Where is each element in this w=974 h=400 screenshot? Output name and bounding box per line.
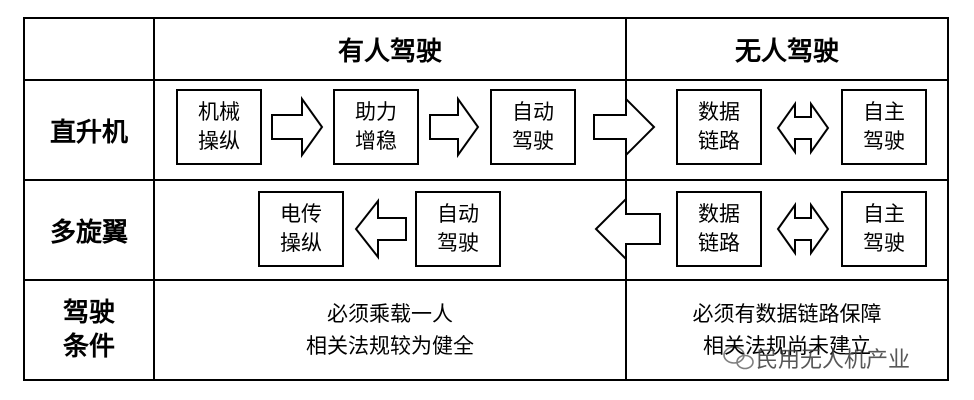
left-arrow bbox=[594, 196, 661, 262]
watermark: 民用无人机产业 bbox=[718, 341, 948, 375]
right-arrow bbox=[271, 95, 324, 159]
wechat-icon bbox=[723, 346, 754, 370]
table-border bbox=[23, 17, 949, 381]
column-header-unmanned: 无人驾驶 bbox=[734, 36, 839, 67]
left-arrow bbox=[354, 198, 407, 260]
row-header-multirotor: 多旋翼 bbox=[49, 217, 128, 248]
row-header-conditions: 驾驶 条件 bbox=[62, 298, 115, 362]
step-box-power-stability: 助力 增稳 bbox=[333, 89, 419, 165]
step-box-data-link: 数据 链路 bbox=[676, 89, 762, 165]
row-header-helicopter: 直升机 bbox=[49, 117, 128, 148]
double-arrow bbox=[776, 100, 830, 156]
column-header-manned: 有人驾驶 bbox=[337, 36, 442, 67]
step-box-autonomous: 自主 驾驶 bbox=[841, 191, 927, 267]
step-box-autonomous: 自主 驾驶 bbox=[841, 89, 927, 165]
step-box-fly-by-wire: 电传 操纵 bbox=[258, 191, 344, 267]
condition-unmanned: 必须有数据链路保障 相关法规尚未建立 bbox=[692, 302, 882, 358]
step-box-mechanical-control: 机械 操纵 bbox=[176, 89, 262, 165]
right-arrow bbox=[593, 96, 656, 158]
step-box-autopilot: 自动 驾驶 bbox=[490, 89, 576, 165]
watermark-text: 民用无人机产业 bbox=[756, 348, 911, 373]
step-box-data-link: 数据 链路 bbox=[676, 191, 762, 267]
condition-manned: 必须乘载一人 相关法规较为健全 bbox=[306, 302, 474, 358]
step-box-autopilot: 自动 驾驶 bbox=[415, 191, 501, 267]
right-arrow bbox=[429, 95, 480, 159]
double-arrow bbox=[776, 201, 830, 257]
